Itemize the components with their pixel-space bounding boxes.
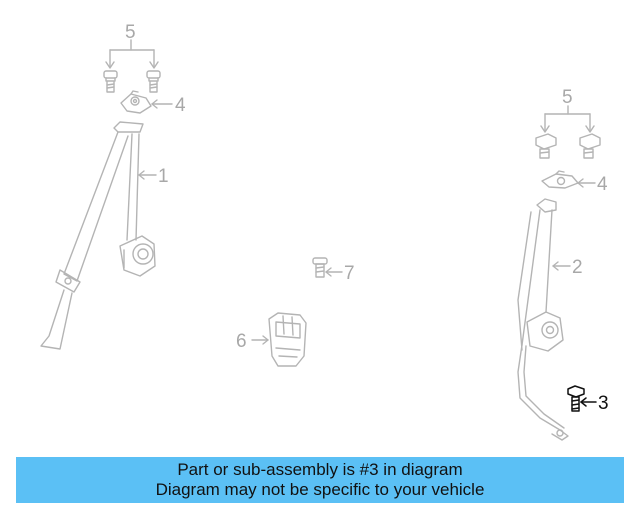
banner-line-part: Part or sub-assembly is #3 in diagram xyxy=(177,460,463,479)
center-bolt-leader xyxy=(325,267,343,277)
highlighted-bolt-icon[interactable] xyxy=(567,385,585,412)
right-anchor-leader xyxy=(577,178,596,188)
left-belt-icon xyxy=(40,121,156,350)
left-bolt-pair-leader xyxy=(105,39,159,69)
callout-4-left: 4 xyxy=(175,95,186,116)
callout-5-right: 5 xyxy=(562,87,573,108)
right-bolt-icon xyxy=(535,133,557,159)
left-bolt-icon xyxy=(103,70,118,93)
callout-2: 2 xyxy=(572,257,583,278)
buckle-leader xyxy=(251,335,269,345)
buckle-icon xyxy=(268,312,307,367)
parts-diagram: 5 4 1 7 6 5 4 2 3 xyxy=(40,22,609,441)
callout-4-right: 4 xyxy=(597,174,608,195)
left-anchor-plate-icon xyxy=(120,90,152,114)
info-banner: Part or sub-assembly is #3 in diagram Di… xyxy=(16,457,624,503)
center-bolt-icon xyxy=(312,257,328,278)
left-anchor-leader xyxy=(151,99,173,109)
left-bolt-icon xyxy=(146,70,161,93)
right-bolt-icon xyxy=(579,133,601,159)
right-belt-leader xyxy=(552,261,571,271)
callout-6: 6 xyxy=(236,331,247,352)
right-bolt-pair-leader xyxy=(540,105,595,133)
right-anchor-plate-icon xyxy=(541,170,579,189)
callout-7: 7 xyxy=(344,263,355,284)
right-belt-icon xyxy=(517,198,569,441)
callout-5-left: 5 xyxy=(125,22,136,43)
left-belt-leader xyxy=(138,170,157,180)
highlighted-bolt-leader xyxy=(580,397,597,407)
callout-3[interactable]: 3 xyxy=(598,393,609,414)
callout-1: 1 xyxy=(158,166,169,187)
banner-line-disclaimer: Diagram may not be specific to your vehi… xyxy=(155,480,485,499)
